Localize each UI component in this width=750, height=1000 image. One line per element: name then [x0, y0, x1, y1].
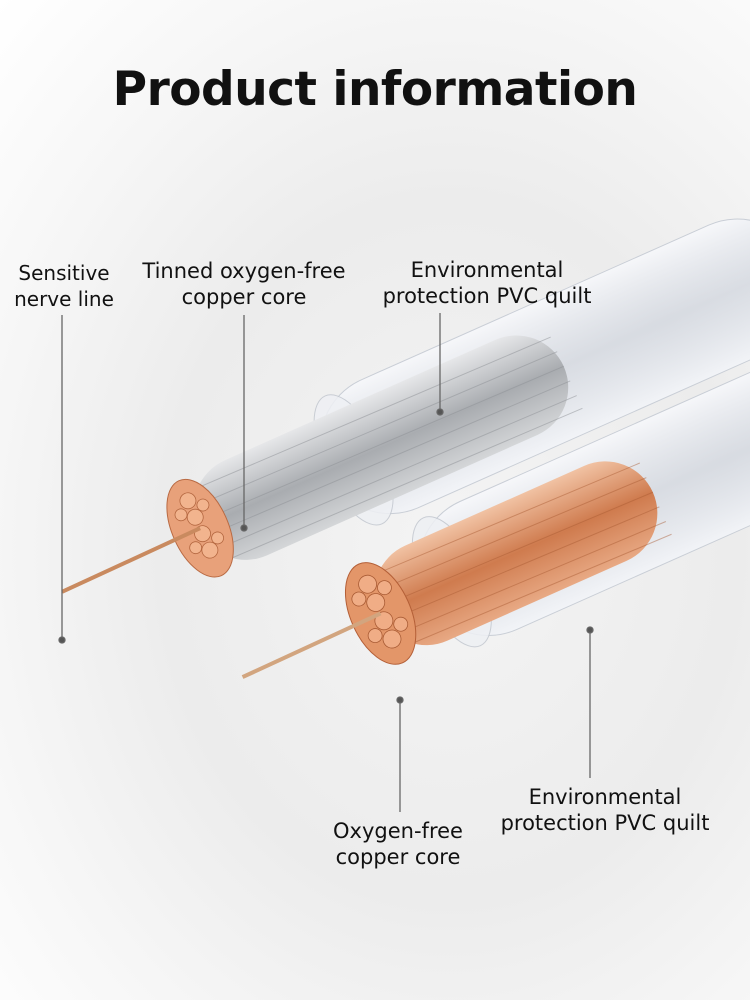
label-line: copper core	[181, 285, 307, 309]
label-line: copper core	[335, 845, 461, 869]
label-environmental-pvc-quilt-bottom: Environmental protection PVC quilt	[490, 784, 720, 836]
label-tinned-oxygen-free-copper-core: Tinned oxygen-free copper core	[134, 258, 354, 310]
label-line: protection PVC quilt	[500, 811, 710, 835]
label-line: Environmental	[410, 258, 564, 282]
label-line: Tinned oxygen-free	[142, 259, 346, 283]
page-title: Product information	[112, 62, 638, 117]
label-line: Environmental	[528, 785, 682, 809]
label-line: Sensitive	[18, 261, 110, 285]
label-sensitive-nerve-line: Sensitive nerve line	[8, 260, 120, 312]
label-environmental-pvc-quilt-top: Environmental protection PVC quilt	[372, 257, 602, 309]
tinned-cable	[61, 218, 750, 594]
label-oxygen-free-copper-core: Oxygen-free copper core	[318, 818, 478, 870]
label-line: Oxygen-free	[333, 819, 463, 843]
label-line: protection PVC quilt	[382, 284, 592, 308]
copper-cable	[241, 364, 750, 679]
label-line: nerve line	[14, 287, 114, 311]
